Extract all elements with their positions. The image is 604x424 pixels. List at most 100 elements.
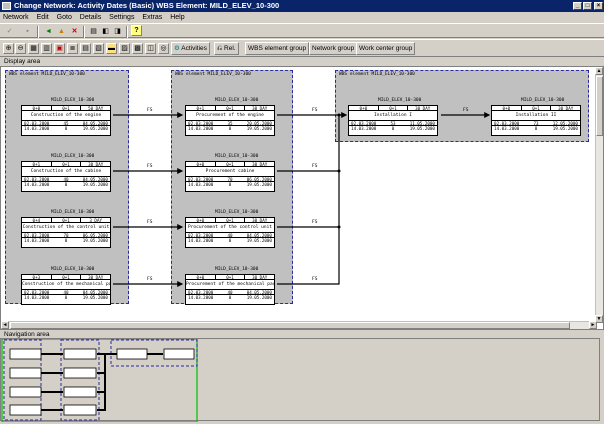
node-work: 40 bbox=[227, 290, 233, 294]
node-early-finish: 06.05.2000 bbox=[82, 233, 108, 237]
node-status: 0+1 bbox=[216, 275, 246, 279]
wbs-element-group-button[interactable]: WBS element group bbox=[245, 42, 310, 55]
list-icon[interactable]: ≣ bbox=[67, 43, 78, 54]
zoom-in-icon[interactable]: ⊕ bbox=[3, 43, 14, 54]
vertical-scroll-thumb[interactable] bbox=[596, 76, 603, 136]
node-id: 0+1 bbox=[186, 106, 216, 110]
node-late-start: 14.03.2000 bbox=[188, 238, 214, 243]
overview-icon[interactable]: ◫ bbox=[145, 43, 156, 54]
details-icon[interactable]: ▨ bbox=[119, 43, 130, 54]
scroll-down-icon[interactable]: ▼ bbox=[595, 315, 603, 323]
menu-edit[interactable]: Edit bbox=[36, 14, 49, 21]
menu-extras[interactable]: Extras bbox=[142, 14, 163, 21]
node-duration: 30 DAY bbox=[558, 106, 574, 110]
node-late-start: 14.03.2000 bbox=[24, 295, 50, 300]
menu-help[interactable]: Help bbox=[170, 14, 185, 21]
menu-goto[interactable]: Goto bbox=[56, 14, 72, 21]
vertical-scrollbar[interactable]: ▲ ▼ bbox=[595, 67, 603, 323]
scroll-right-icon[interactable]: ► bbox=[589, 321, 597, 329]
application-toolbar: ⊕ ⊖ ▦ ▥ ▣ ≣ ▤ ▧ ▬ ▨ ▩ ◫ ◎ ⚙ Activities ⎌… bbox=[0, 39, 604, 57]
scroll-left-icon[interactable]: ◄ bbox=[1, 321, 9, 329]
node-late-start: 14.03.2000 bbox=[188, 126, 214, 131]
node-late-start: 14.03.2000 bbox=[494, 126, 520, 131]
relation-label: FS bbox=[312, 220, 318, 225]
node-early-finish: 04.05.2000 bbox=[82, 121, 108, 125]
rel-button[interactable]: ⎌ Rel. bbox=[214, 42, 239, 55]
chart-icon[interactable]: ▤ bbox=[80, 43, 91, 54]
horizontal-scroll-thumb[interactable] bbox=[10, 322, 570, 329]
node-late-finish: 19.05.2000 bbox=[246, 182, 272, 187]
check-icon[interactable]: ✓ bbox=[6, 28, 13, 35]
table-icon[interactable]: ▥ bbox=[41, 43, 52, 54]
relation-label: FS bbox=[147, 108, 153, 113]
minimize-icon[interactable]: _ bbox=[573, 2, 582, 10]
horizontal-scrollbar[interactable]: ◄ ► bbox=[1, 321, 597, 329]
node-duration: 30 DAY bbox=[252, 162, 268, 166]
node-late-dates: 14.03.2000 0 19.05.2000 bbox=[186, 126, 274, 131]
activities-button[interactable]: ⚙ Activities bbox=[171, 42, 210, 55]
node-late-start: 14.03.2000 bbox=[188, 295, 214, 300]
display-area[interactable]: WBS element MILD_ELEV_10-300 WBS element… bbox=[0, 66, 604, 330]
maximize-icon[interactable]: □ bbox=[583, 2, 592, 10]
layout-icon[interactable]: ▦ bbox=[28, 43, 39, 54]
print-icon[interactable]: ▤ bbox=[90, 28, 97, 35]
network-group-button[interactable]: Network group bbox=[309, 42, 358, 55]
node-early-finish: 04.05.2000 bbox=[246, 233, 272, 237]
node-late-finish: 19.05.2000 bbox=[246, 126, 272, 131]
node-id: 0+1 bbox=[22, 162, 52, 166]
node-id: 0+0 bbox=[349, 106, 379, 110]
work-center-group-button[interactable]: Work center group bbox=[356, 42, 416, 55]
refresh-icon[interactable]: ◎ bbox=[158, 43, 169, 54]
save-icon[interactable]: ▪ bbox=[26, 28, 29, 35]
zoom-out-icon[interactable]: ⊖ bbox=[15, 43, 26, 54]
help-icon[interactable]: ? bbox=[131, 25, 142, 36]
structure-icon[interactable]: ▩ bbox=[132, 43, 143, 54]
node-float: 0 bbox=[228, 126, 232, 131]
relation-label: FS bbox=[147, 220, 153, 225]
folder-icon[interactable]: ▬ bbox=[106, 43, 117, 54]
node-duration: 30 DAY bbox=[415, 106, 431, 110]
node-float: 0 bbox=[228, 182, 232, 187]
navigation-pane[interactable] bbox=[0, 338, 600, 423]
node-late-finish: 19.05.2000 bbox=[82, 126, 108, 131]
relation-label: FS bbox=[147, 164, 153, 169]
window-title: Change Network: Activity Dates (Basic) W… bbox=[14, 1, 280, 10]
scroll-up-icon[interactable]: ▲ bbox=[595, 67, 603, 75]
navigation-area[interactable] bbox=[0, 338, 604, 423]
node-wbs-label: MILD_ELEV_10-300 bbox=[215, 267, 259, 272]
navigation-area-label: Navigation area bbox=[4, 331, 50, 338]
node-float: 0 bbox=[64, 295, 68, 300]
exit-icon[interactable]: ▲ bbox=[58, 28, 65, 35]
node-id: 0+0 bbox=[186, 162, 216, 166]
menu-details[interactable]: Details bbox=[79, 14, 102, 21]
menu-settings[interactable]: Settings bbox=[109, 14, 135, 21]
cancel-icon[interactable]: ✕ bbox=[71, 28, 78, 35]
find-icon[interactable]: ◧ bbox=[102, 28, 109, 35]
node-late-finish: 19.05.2000 bbox=[82, 295, 108, 300]
back-icon[interactable]: ◄ bbox=[45, 28, 52, 35]
menu-network[interactable]: Network bbox=[3, 14, 29, 21]
node-early-start: 02.03.2000 bbox=[24, 233, 50, 237]
graphic-icon[interactable]: ▣ bbox=[54, 43, 65, 54]
find-next-icon[interactable]: ◨ bbox=[114, 28, 121, 35]
node-status: 0+1 bbox=[216, 106, 246, 110]
node-duration: 3 DAY bbox=[89, 218, 102, 222]
options-icon[interactable]: ▧ bbox=[93, 43, 104, 54]
node-id: 0+0 bbox=[22, 106, 52, 110]
close-icon[interactable]: × bbox=[594, 2, 603, 10]
node-status: 0+1 bbox=[52, 162, 82, 166]
